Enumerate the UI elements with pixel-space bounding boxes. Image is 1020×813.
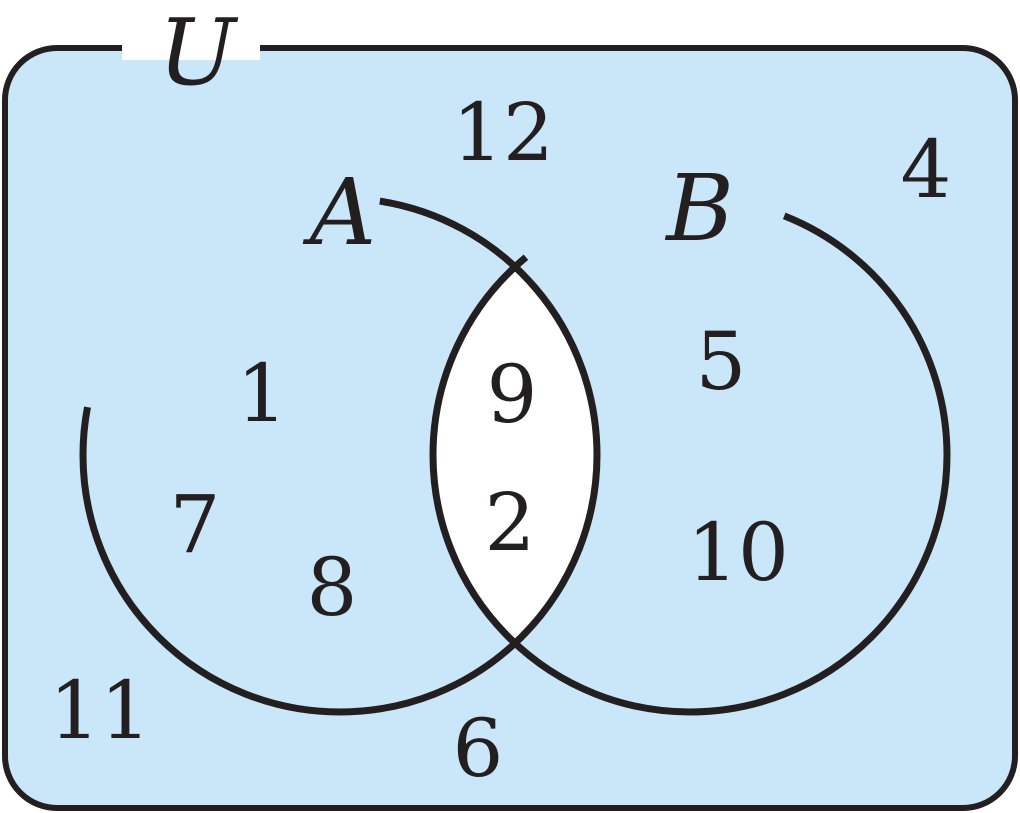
set-a-element: 1 [237,347,288,440]
set-a-label: A [302,159,376,266]
outside-element: 11 [49,664,151,757]
outside-element: 6 [453,702,504,795]
set-a-element: 8 [307,541,358,634]
outside-element: 4 [901,123,952,216]
universe-label-gap [122,38,260,60]
set-a-circle [79,194,601,716]
set-b-label: B [664,155,734,262]
set-b-element: 5 [696,315,747,408]
intersection-element: 2 [485,476,536,569]
outside-element: 12 [452,86,554,179]
universe-label: U [158,0,239,106]
set-a-element: 7 [170,478,221,571]
intersection-element: 9 [487,348,538,441]
set-b-circle [429,194,951,716]
set-b-element: 10 [687,506,789,599]
